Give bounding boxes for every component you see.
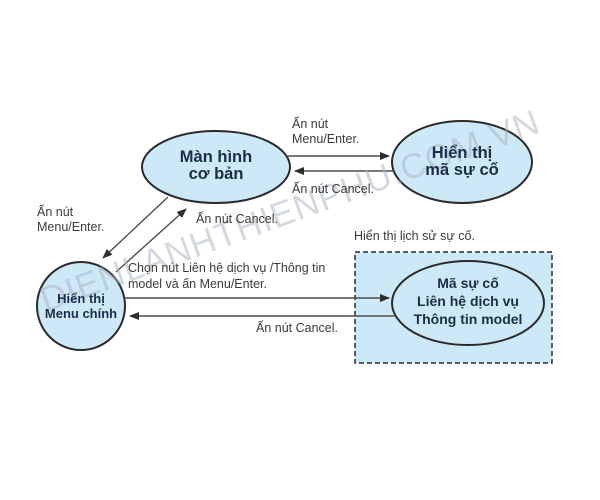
label-press-cancel-bottom: Ấn nút Cancel. — [256, 321, 338, 335]
error-code-label: Hiển thị mã sự cố — [425, 144, 499, 179]
main-menu-node — [36, 261, 126, 351]
label-history-caption: Hiển thị lịch sử sự cố. — [354, 229, 475, 243]
main-menu-label: Hiển thị Menu chính — [44, 291, 118, 321]
label-select-service: Chọn nút Liên hệ dịch vụ /Thông tin mode… — [128, 261, 326, 291]
arrow-mainmenu-to-basic — [115, 208, 187, 273]
arrow-basic-to-mainmenu — [102, 196, 169, 259]
label-press-menu-enter-top: Ấn nút Menu/Enter. — [292, 117, 360, 146]
label-press-cancel-diagonal: Ấn nút Cancel. — [196, 212, 278, 226]
basic-screen-label: Màn hình cơ bản — [179, 148, 253, 183]
label-press-menu-enter-left: Ấn nút Menu/Enter. — [37, 205, 105, 234]
label-press-cancel-top: Ấn nút Cancel. — [292, 182, 374, 196]
error-code-node — [391, 120, 533, 204]
basic-screen-node — [141, 130, 291, 204]
service-info-node — [391, 260, 545, 346]
service-info-label: Mã sự cố Liên hệ dịch vụ Thông tin model — [413, 275, 523, 327]
